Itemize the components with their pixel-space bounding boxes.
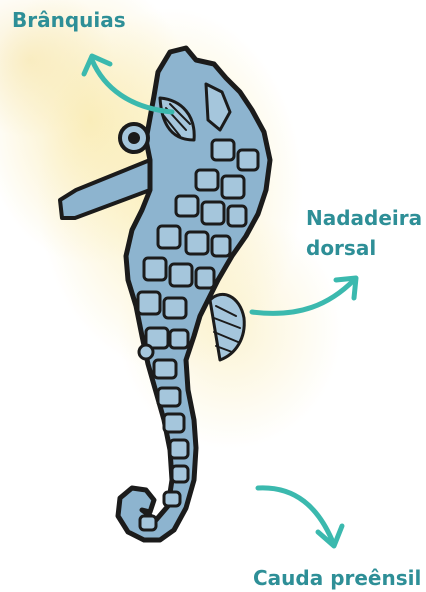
dorsal-arrow (252, 280, 354, 313)
dorsal-fin-label-line1: Nadadeira (306, 206, 422, 230)
prehensile-tail-label: Cauda preênsil (253, 566, 421, 590)
seahorse (60, 48, 270, 540)
gills-label: Brânquias (12, 8, 126, 32)
dorsal-fin-label: Nadadeira dorsal (306, 206, 422, 260)
dorsal-fin-label-line2: dorsal (306, 236, 422, 260)
seahorse-snout (60, 160, 150, 218)
